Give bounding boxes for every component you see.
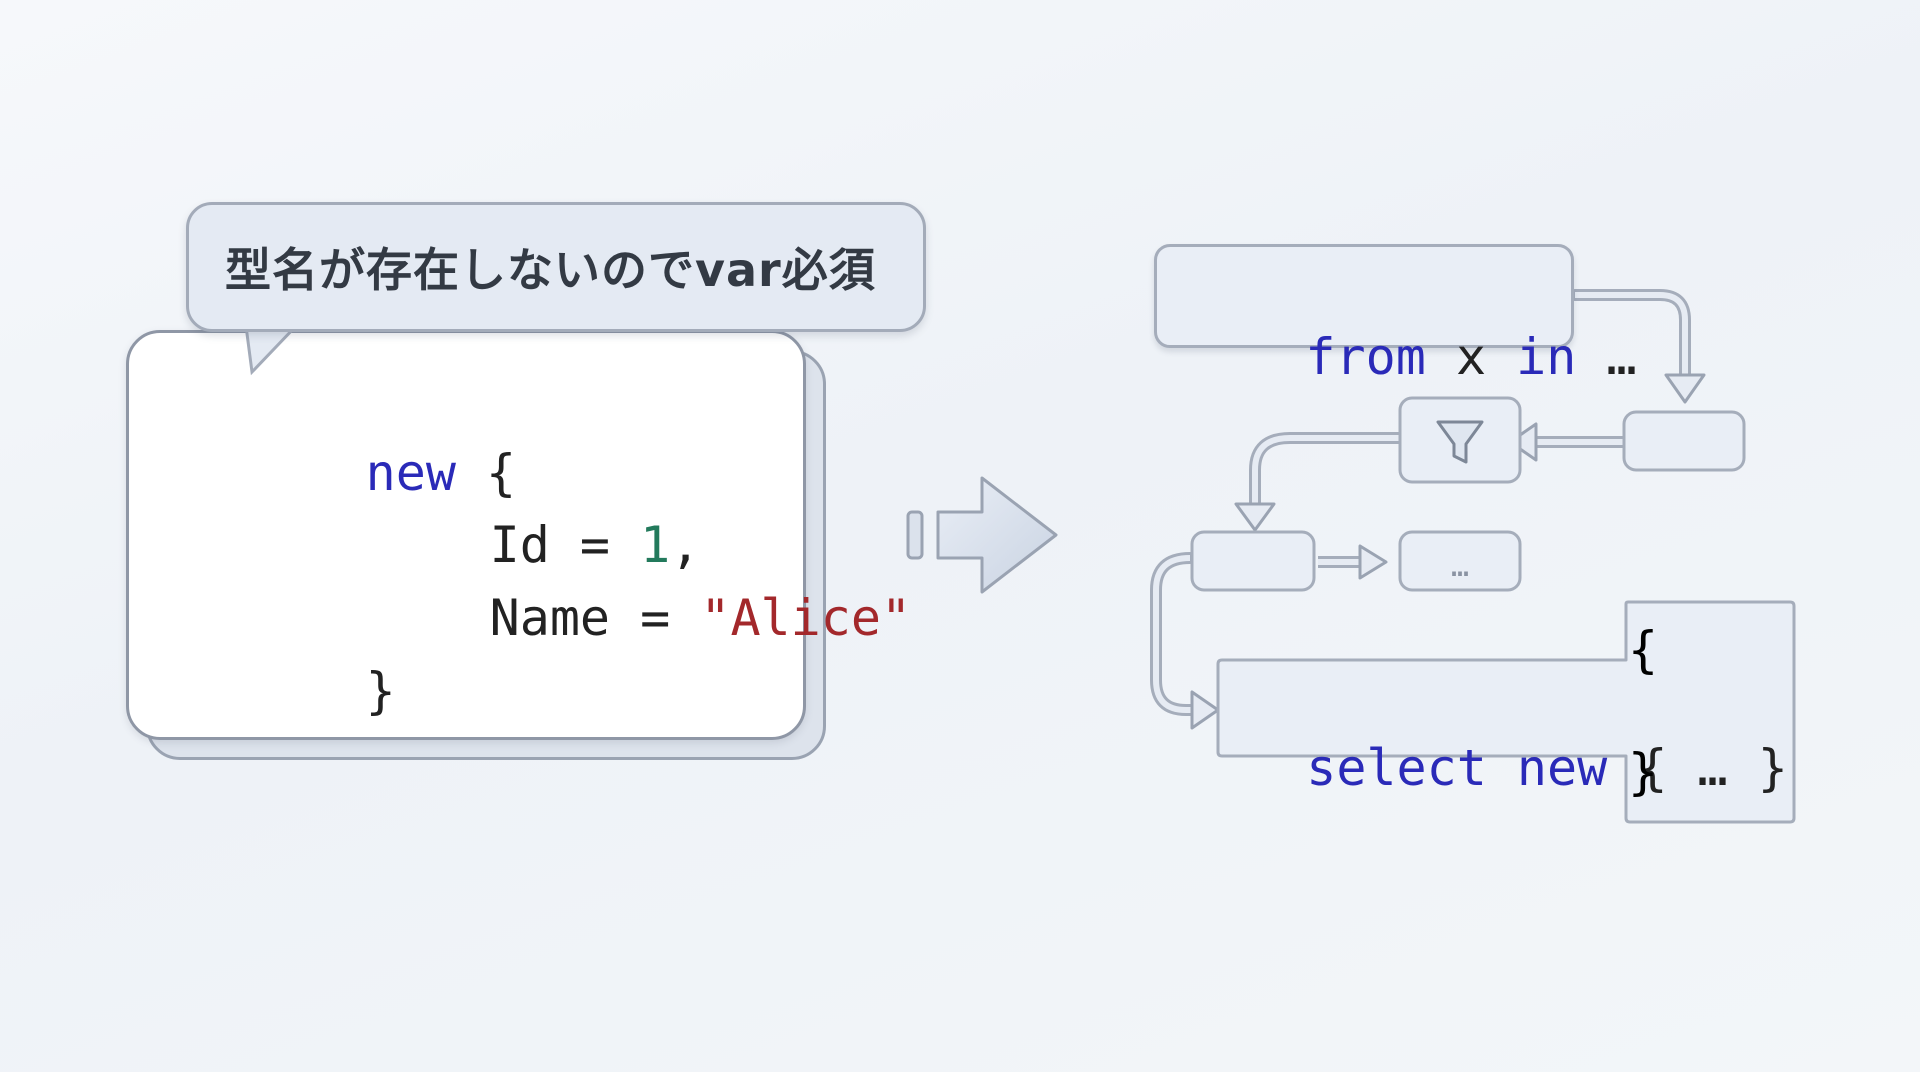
keyword-new: new xyxy=(365,444,456,502)
from-clause-box: from x in … xyxy=(1154,244,1637,386)
ellipsis-box xyxy=(1398,530,1522,592)
code-line-1: new { xyxy=(185,383,517,563)
comma: , xyxy=(670,516,701,574)
from-clause-text: from x in … xyxy=(1185,267,1637,447)
select-box xyxy=(1216,600,1796,824)
select-clause-text: select new { … } xyxy=(1246,678,1788,798)
step-box-left xyxy=(1190,530,1316,592)
keyword-from: from xyxy=(1305,328,1426,386)
callout-tail xyxy=(244,326,299,376)
arrowhead-down-2 xyxy=(1234,502,1276,532)
name-assignment: Name = xyxy=(489,589,701,647)
step-box-right xyxy=(1622,410,1746,472)
filter-icon xyxy=(1436,420,1484,464)
arrowhead-left xyxy=(1508,422,1538,462)
keyword-in: in xyxy=(1516,328,1577,386)
open-brace: { xyxy=(455,444,517,502)
brace-close: } xyxy=(1628,743,1659,801)
code-line-2: Id = 1, xyxy=(309,455,701,635)
code-line-3: Name = "Alice" xyxy=(309,528,911,708)
id-value: 1 xyxy=(640,516,671,574)
query-flow-diagram xyxy=(1150,289,1796,824)
code-card-stack: new { Id = 1, Name = "Alice" } xyxy=(126,330,911,760)
brace-open: { xyxy=(1628,621,1659,679)
range-variable: x xyxy=(1425,328,1517,386)
name-value: "Alice" xyxy=(700,589,912,647)
id-assignment: Id = xyxy=(489,516,641,574)
arrowhead-down-1 xyxy=(1664,373,1706,404)
code-line-4: } xyxy=(185,601,396,781)
callout-text: 型名が存在しないのでvar必須 xyxy=(225,243,876,297)
callout-bubble: 型名が存在しないのでvar必須 xyxy=(186,202,926,332)
ellipsis-box-label: … xyxy=(1450,549,1470,584)
select-braces: { … } xyxy=(1607,739,1788,797)
code-card: new { Id = 1, Name = "Alice" } xyxy=(126,330,911,740)
arrowhead-right-2 xyxy=(1190,690,1220,730)
keyword-select-new: select new xyxy=(1306,739,1608,797)
transform-arrow-icon xyxy=(906,476,1058,594)
close-brace: } xyxy=(365,662,396,720)
source-ellipsis: … xyxy=(1576,328,1637,386)
arrowhead-right-1 xyxy=(1358,544,1388,580)
